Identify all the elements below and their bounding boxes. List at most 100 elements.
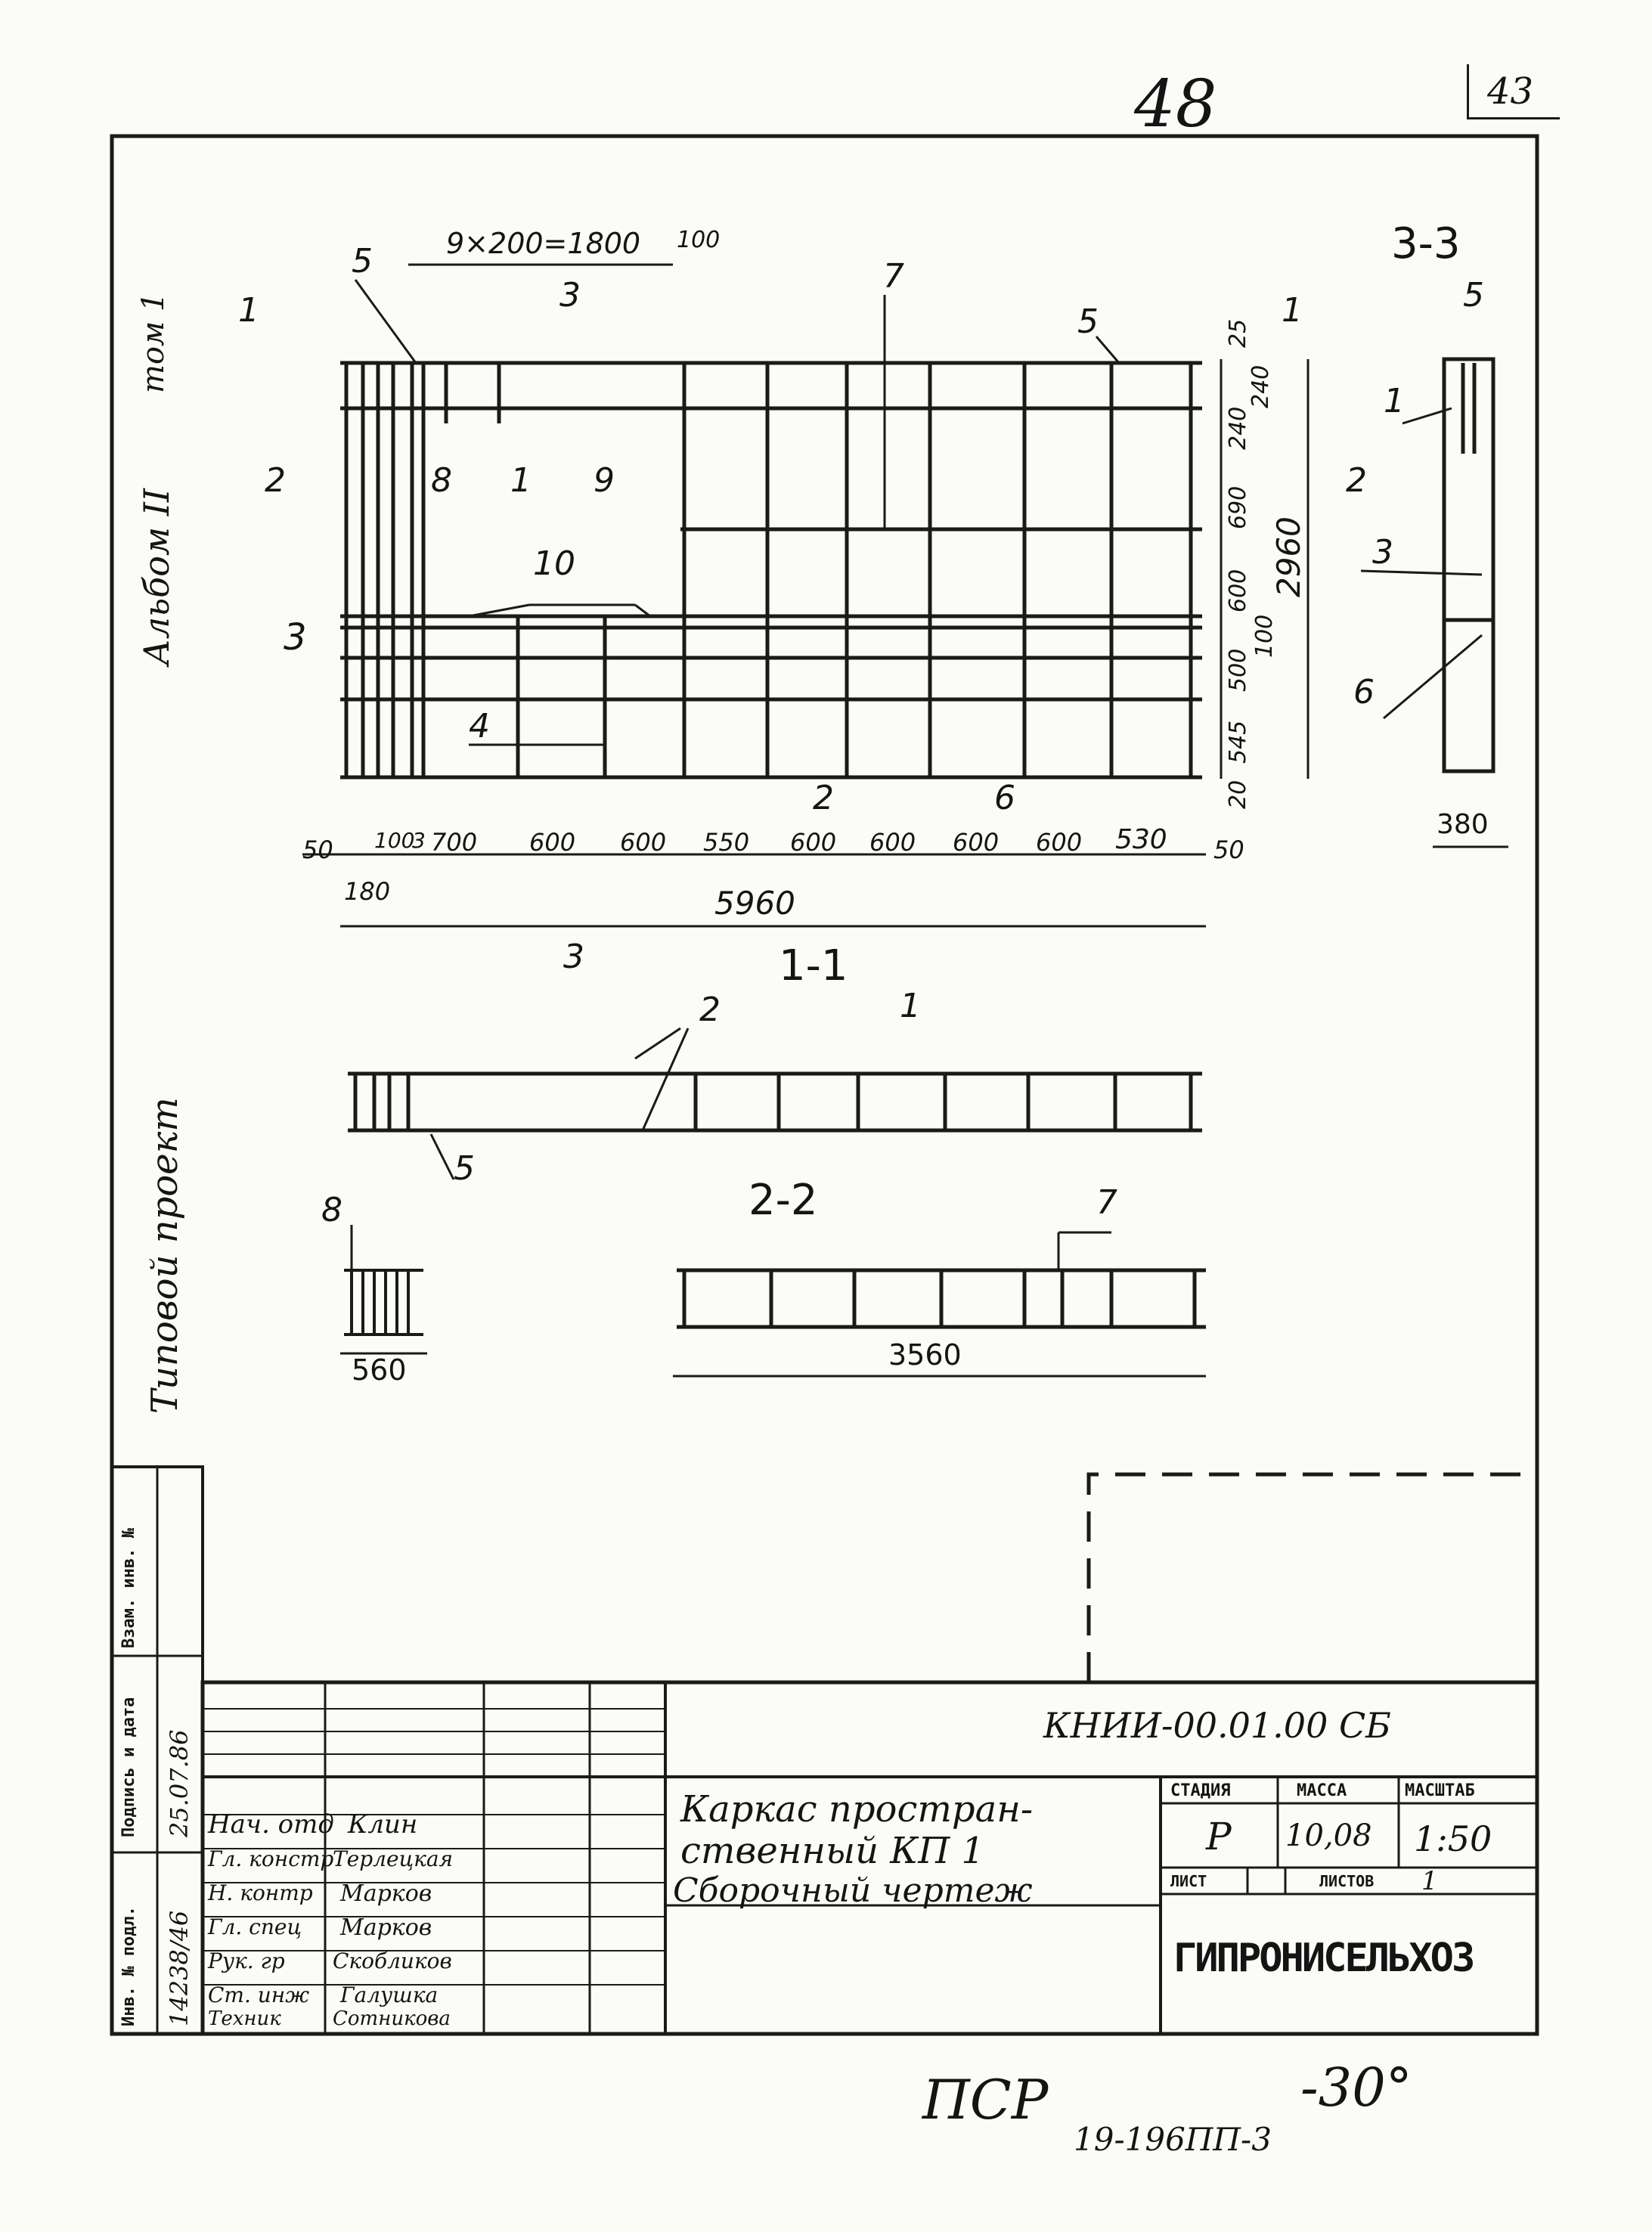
callout: 3 bbox=[284, 616, 307, 659]
callout: 4 bbox=[469, 707, 490, 746]
callout: 7 bbox=[1096, 1183, 1117, 1222]
callout: 9 bbox=[594, 461, 615, 500]
side-stamp-vzam-inv: Взам. инв. № bbox=[119, 1528, 138, 1648]
section-3-3-title: 3-3 bbox=[1391, 219, 1461, 268]
side-stamp-inv-value: 14238/46 bbox=[165, 1910, 194, 2026]
right-dim: 240 bbox=[1248, 364, 1274, 408]
callout: 1 bbox=[900, 987, 921, 1025]
role-label: Ст. инж bbox=[208, 1982, 310, 2007]
name-label: Скобликов bbox=[333, 1948, 452, 1973]
role-label: Нач. отд bbox=[208, 1809, 334, 1840]
section-mark: 1 bbox=[1282, 291, 1303, 330]
callout: 1 bbox=[510, 461, 532, 500]
role-label: Рук. гр bbox=[208, 1948, 285, 1973]
callout: 1 bbox=[1384, 382, 1405, 420]
bottom-dim: 700 bbox=[431, 828, 478, 857]
callout: 10 bbox=[533, 544, 575, 583]
sheet-number-box: 43 bbox=[1467, 64, 1560, 119]
dim-380: 380 bbox=[1437, 809, 1489, 840]
section-2-2 bbox=[677, 1268, 1206, 1329]
callout: 6 bbox=[1353, 673, 1375, 711]
right-dim: 100 bbox=[1251, 614, 1278, 658]
right-dim: 500 bbox=[1225, 648, 1251, 692]
dim-100-label: 100 bbox=[677, 227, 721, 253]
bottom-dim: 600 bbox=[869, 828, 916, 857]
section-mark: 2 bbox=[1346, 461, 1367, 500]
bottom-dim: 50 bbox=[1213, 835, 1244, 864]
detail-8 bbox=[344, 1269, 423, 1336]
right-dim: 545 bbox=[1225, 720, 1251, 764]
right-dim: 600 bbox=[1225, 569, 1251, 612]
bottom-dim: 100 bbox=[374, 828, 415, 853]
role-label: Гл. констр bbox=[208, 1846, 334, 1871]
callout: 5 bbox=[1077, 302, 1099, 341]
name-label: Марков bbox=[340, 1914, 432, 1941]
section-3-3 bbox=[1442, 357, 1495, 773]
bottom-dim: 550 bbox=[703, 828, 750, 857]
name-label: Сотникова bbox=[333, 2007, 451, 2030]
bottom-dim: 600 bbox=[953, 828, 1000, 857]
side-stamp-inv-orig: Инв. № подл. bbox=[119, 1906, 138, 2026]
callout: 6 bbox=[994, 779, 1015, 817]
callout: 3 bbox=[1372, 533, 1393, 572]
doc-code: КНИИ-00.01.00 СБ bbox=[1043, 1705, 1391, 1746]
section-mark: 2 bbox=[265, 461, 286, 500]
dim-3560: 3560 bbox=[888, 1338, 962, 1372]
bottom-code: 19-196ПП-3 bbox=[1074, 2121, 1272, 2158]
role-label: Гл. спец bbox=[208, 1914, 302, 1939]
section-mark: 3 bbox=[559, 276, 581, 315]
title-line-3: Сборочный чертеж bbox=[673, 1871, 1033, 1910]
organization-name: ГИПРОНИСЕЛЬХОЗ bbox=[1173, 1936, 1475, 1981]
main-elevation bbox=[340, 361, 1202, 780]
section-2-2-title: 2-2 bbox=[749, 1176, 818, 1225]
side-stamp-sign-value: 25.07.86 bbox=[165, 1729, 194, 1838]
bottom-dim: 50 bbox=[302, 835, 333, 864]
callout: 2 bbox=[813, 779, 834, 817]
name-label: Галушка bbox=[340, 1982, 439, 2007]
title-line-1: Каркас простран- bbox=[680, 1788, 1034, 1831]
bottom-dim: 600 bbox=[790, 828, 837, 857]
right-dim: 240 bbox=[1225, 406, 1251, 450]
bottom-dim: 600 bbox=[620, 828, 667, 857]
sheet-number-box-value: 43 bbox=[1487, 70, 1534, 113]
name-label: Марков bbox=[340, 1880, 432, 1907]
scale-header: МАСШТАБ bbox=[1405, 1781, 1475, 1800]
sheets-value: 1 bbox=[1421, 1866, 1438, 1896]
callout: 8 bbox=[431, 461, 452, 500]
bottom-dim: 600 bbox=[529, 828, 576, 857]
callout: 5 bbox=[1463, 276, 1484, 315]
side-stamp-sign-date: Подпись и дата bbox=[119, 1697, 138, 1837]
dim-560: 560 bbox=[352, 1353, 407, 1387]
callout: 7 bbox=[883, 257, 904, 296]
role-label: Н. контр bbox=[208, 1880, 313, 1905]
bottom-number: -30° bbox=[1300, 2057, 1412, 2119]
top-spacing-dim: 9×200=1800 bbox=[446, 227, 641, 260]
mass-value: 10,08 bbox=[1285, 1818, 1372, 1853]
dim-2960: 2960 bbox=[1270, 516, 1307, 597]
title-block-frame bbox=[200, 1680, 1539, 2036]
callout: 5 bbox=[454, 1149, 475, 1188]
dashed-placeholder bbox=[1086, 1472, 1537, 1682]
scale-value: 1:50 bbox=[1414, 1818, 1492, 1859]
stage-value: Р bbox=[1206, 1815, 1232, 1858]
section-mark: 1 bbox=[238, 291, 259, 330]
sheet-label: ЛИСТ bbox=[1170, 1872, 1207, 1890]
section-1-1-title: 1-1 bbox=[779, 941, 848, 990]
right-dim: 20 bbox=[1225, 780, 1251, 809]
name-label: Терлецкая bbox=[333, 1846, 454, 1871]
callout: 8 bbox=[321, 1191, 342, 1229]
right-dim: 690 bbox=[1225, 485, 1251, 529]
bottom-dim: 530 bbox=[1115, 824, 1167, 855]
sheet-number-top: 48 bbox=[1134, 67, 1217, 142]
bottom-dim: 600 bbox=[1036, 828, 1083, 857]
stage-header: СТАДИЯ bbox=[1170, 1781, 1231, 1800]
callout: 2 bbox=[699, 990, 721, 1029]
mass-header: МАССА bbox=[1297, 1781, 1347, 1800]
role-label: Техник bbox=[208, 2007, 281, 2030]
title-line-2: ственный КП 1 bbox=[680, 1830, 985, 1872]
name-label: Клин bbox=[348, 1809, 418, 1840]
right-dim: 25 bbox=[1225, 318, 1251, 348]
bottom-handwritten: ПСР bbox=[922, 2068, 1049, 2131]
dim-5960: 5960 bbox=[714, 885, 795, 922]
